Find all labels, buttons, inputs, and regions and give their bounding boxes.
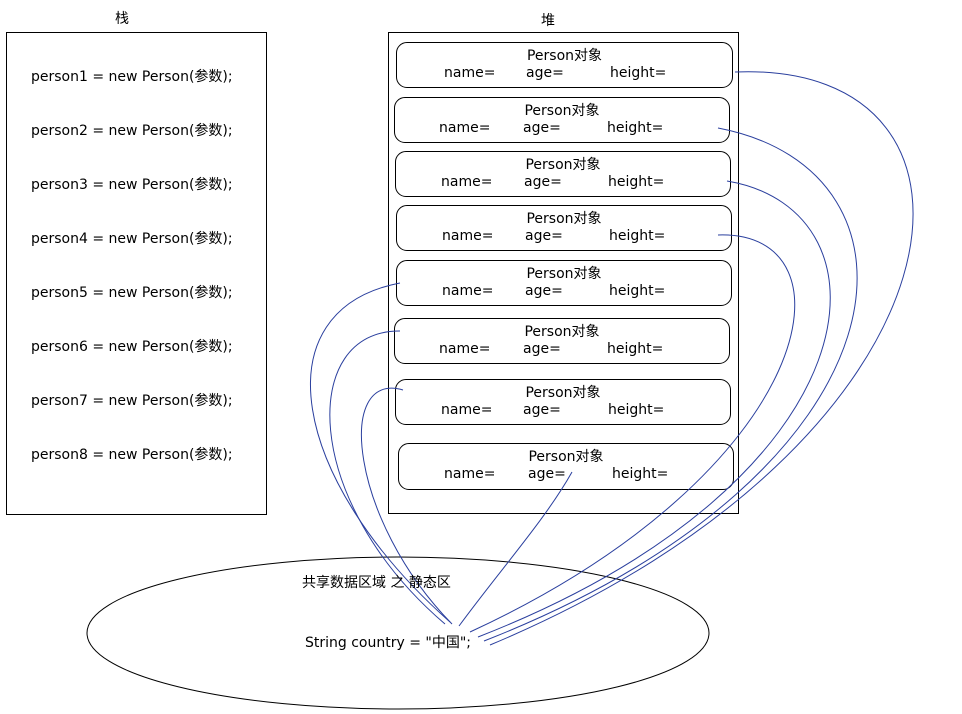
- static-area-ellipse: [86, 556, 710, 710]
- reference-curve-2: [483, 127, 858, 642]
- field-name: name=: [439, 120, 491, 136]
- field-age: age=: [523, 402, 561, 418]
- field-height: height=: [607, 120, 664, 136]
- reference-curve-7: [360, 387, 453, 625]
- reference-curve-1: [489, 71, 914, 646]
- field-name: name=: [442, 283, 494, 299]
- person-object-1: Person对象 name= age= height=: [396, 42, 733, 88]
- person-object-6: Person对象 name= age= height=: [394, 318, 730, 364]
- stack-line-person1: person1 = new Person(参数);: [31, 69, 233, 85]
- stack-box: [6, 32, 267, 515]
- field-age: age=: [524, 174, 562, 190]
- heap-title: 堆: [541, 13, 555, 29]
- person-object-4: Person对象 name= age= height=: [396, 205, 732, 251]
- person-object-title: Person对象: [524, 324, 600, 340]
- field-name: name=: [442, 228, 494, 244]
- person-object-title: Person对象: [524, 103, 600, 119]
- stack-line-person6: person6 = new Person(参数);: [31, 339, 233, 355]
- person-object-3: Person对象 name= age= height=: [395, 151, 731, 197]
- person-object-2: Person对象 name= age= height=: [394, 97, 730, 143]
- stack-line-person5: person5 = new Person(参数);: [31, 285, 233, 301]
- reference-curve-8: [458, 471, 573, 627]
- field-age: age=: [526, 65, 564, 81]
- person-object-title: Person对象: [526, 211, 602, 227]
- field-name: name=: [441, 402, 493, 418]
- field-height: height=: [610, 65, 667, 81]
- field-age: age=: [528, 466, 566, 482]
- reference-curve-5: [310, 282, 451, 623]
- stack-line-person3: person3 = new Person(参数);: [31, 177, 233, 193]
- field-age: age=: [525, 228, 563, 244]
- person-object-8: Person对象 name= age= height=: [398, 443, 734, 490]
- person-object-title: Person对象: [525, 385, 601, 401]
- field-name: name=: [444, 65, 496, 81]
- field-name: name=: [441, 174, 493, 190]
- field-name: name=: [444, 466, 496, 482]
- field-height: height=: [609, 283, 666, 299]
- person-object-title: Person对象: [525, 157, 601, 173]
- field-height: height=: [612, 466, 669, 482]
- stack-line-person7: person7 = new Person(参数);: [31, 393, 233, 409]
- field-age: age=: [525, 283, 563, 299]
- heap-box: [388, 32, 739, 514]
- field-height: height=: [608, 174, 665, 190]
- static-variable-declaration: String country = "中国";: [305, 635, 471, 651]
- person-object-title: Person对象: [528, 449, 604, 465]
- stack-line-person8: person8 = new Person(参数);: [31, 447, 233, 463]
- person-object-5: Person对象 name= age= height=: [396, 260, 732, 306]
- person-object-title: Person对象: [526, 48, 603, 64]
- stack-title: 栈: [115, 11, 129, 27]
- field-height: height=: [609, 228, 666, 244]
- field-age: age=: [523, 341, 561, 357]
- reference-curve-6: [329, 330, 446, 625]
- reference-curve-3: [477, 180, 831, 638]
- person-object-7: Person对象 name= age= height=: [395, 379, 731, 425]
- field-name: name=: [439, 341, 491, 357]
- field-height: height=: [608, 402, 665, 418]
- static-area-title: 共享数据区域 之 静态区: [302, 575, 451, 591]
- person-object-title: Person对象: [526, 266, 602, 282]
- reference-curve-4: [469, 234, 796, 633]
- stack-line-person2: person2 = new Person(参数);: [31, 123, 233, 139]
- field-age: age=: [523, 120, 561, 136]
- stack-line-person4: person4 = new Person(参数);: [31, 231, 233, 247]
- field-height: height=: [607, 341, 664, 357]
